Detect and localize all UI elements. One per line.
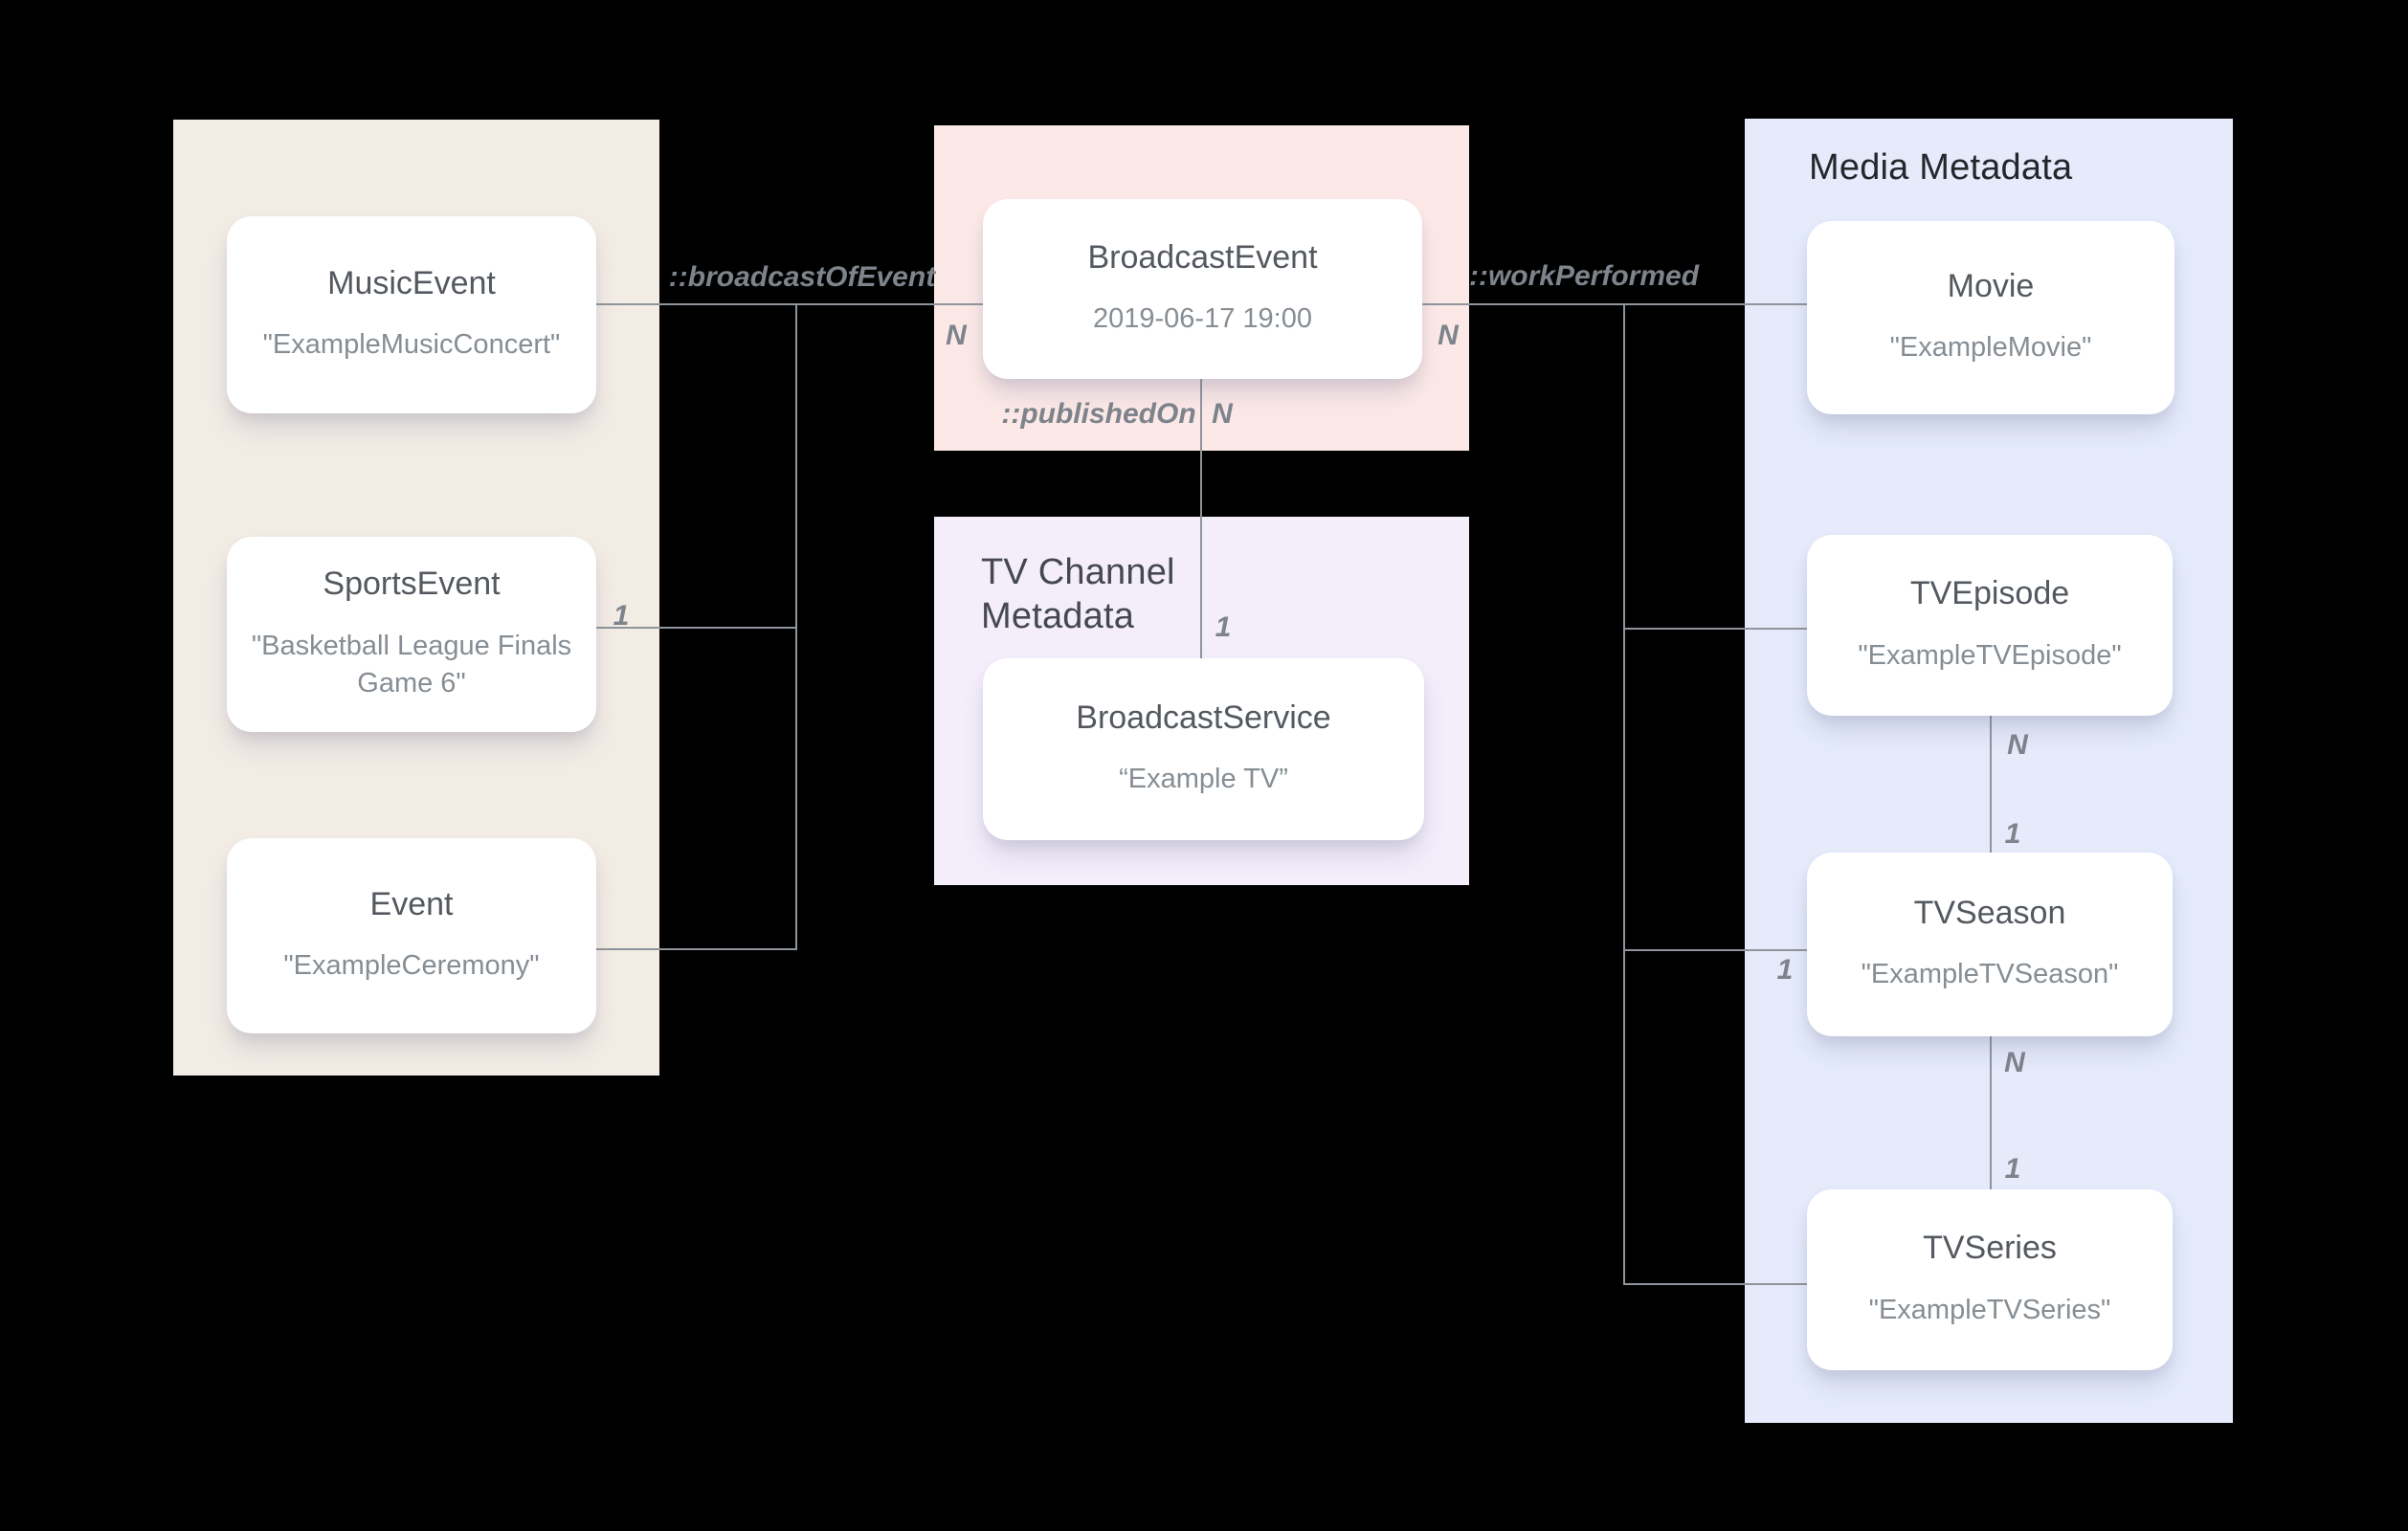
card-broadcastservice: BroadcastService “Example TV” xyxy=(983,658,1424,840)
card-value-tvseason: "ExampleTVSeason" xyxy=(1861,959,2119,990)
card-tvepisode: TVEpisode "ExampleTVEpisode" xyxy=(1807,535,2173,716)
connector-trunk-tvseason xyxy=(1624,949,1807,951)
connector-right-trunk-vertical xyxy=(1623,303,1625,1285)
card-value-sportsevent: "Basketball League Finals Game 6" xyxy=(251,630,572,699)
connector-trunk-tvseries xyxy=(1624,1283,1807,1285)
cardinality-1-publishedon: 1 xyxy=(1215,611,1232,643)
cardinality-n-broadcastofevent: N xyxy=(946,320,967,351)
card-title-movie: Movie xyxy=(1947,267,2035,304)
cardinality-n-tvseason-tvseries: N xyxy=(2004,1047,2025,1078)
card-value-movie: "ExampleMovie" xyxy=(1889,332,2092,364)
connector-tvseason-tvseries xyxy=(1990,1036,1992,1189)
card-value-musicevent: "ExampleMusicConcert" xyxy=(262,329,561,361)
connector-broadcastevent-broadcastservice xyxy=(1200,379,1202,658)
connector-sportsevent-junction xyxy=(596,627,796,629)
panel-title-tv-channel-metadata: TV Channel Metadata xyxy=(981,552,1175,636)
card-value-tvepisode: "ExampleTVEpisode" xyxy=(1858,639,2122,671)
card-sportsevent: SportsEvent "Basketball League Finals Ga… xyxy=(227,537,596,732)
card-value-event: "ExampleCeremony" xyxy=(283,950,540,982)
relationship-label-broadcastofevent: ::broadcastOfEvent xyxy=(668,261,936,293)
connector-broadcastevent-movie xyxy=(1422,303,1807,305)
connector-left-junction-vertical xyxy=(795,303,797,950)
card-title-tvepisode: TVEpisode xyxy=(1909,575,2070,612)
relationship-label-publishedon: ::publishedOn xyxy=(1001,398,1196,430)
connector-event-junction xyxy=(596,948,796,950)
card-title-musicevent: MusicEvent xyxy=(327,264,496,301)
cardinality-n-tvepisode-tvseason: N xyxy=(2007,729,2028,761)
card-movie: Movie "ExampleMovie" xyxy=(1807,221,2174,414)
connector-trunk-tvepisode xyxy=(1624,628,1807,630)
card-title-broadcastservice: BroadcastService xyxy=(1076,699,1331,736)
card-value-broadcastservice: “Example TV” xyxy=(1119,764,1288,795)
cardinality-n-publishedon: N xyxy=(1212,398,1233,430)
card-event: Event "ExampleCeremony" xyxy=(227,838,596,1033)
panel-title-media-metadata: Media Metadata xyxy=(1809,147,2073,188)
cardinality-1-tvepisode-tvseason: 1 xyxy=(2004,818,2021,850)
connector-musicevent-broadcastevent xyxy=(596,303,983,305)
card-title-event: Event xyxy=(369,885,454,922)
cardinality-1-tvseason-tvseries: 1 xyxy=(2004,1153,2021,1185)
cardinality-1-sportsevent: 1 xyxy=(613,600,630,632)
card-value-tvseries: "ExampleTVSeries" xyxy=(1868,1294,2111,1325)
card-tvseries: TVSeries "ExampleTVSeries" xyxy=(1807,1189,2173,1370)
card-broadcastevent: BroadcastEvent 2019-06-17 19:00 xyxy=(983,199,1422,379)
card-musicevent: MusicEvent "ExampleMusicConcert" xyxy=(227,216,596,413)
connector-tvepisode-tvseason xyxy=(1990,716,1992,853)
card-title-sportsevent: SportsEvent xyxy=(323,566,501,603)
relationship-label-workperformed: ::workPerformed xyxy=(1468,260,1700,292)
card-tvseason: TVSeason "ExampleTVSeason" xyxy=(1807,853,2173,1036)
card-title-tvseries: TVSeries xyxy=(1923,1230,2057,1267)
card-value-broadcastevent: 2019-06-17 19:00 xyxy=(1093,303,1312,335)
card-title-broadcastevent: BroadcastEvent xyxy=(1087,238,1318,276)
card-title-tvseason: TVSeason xyxy=(1913,894,2066,931)
cardinality-1-tvseason-branch: 1 xyxy=(1776,954,1794,986)
cardinality-n-workperformed: N xyxy=(1438,320,1459,351)
